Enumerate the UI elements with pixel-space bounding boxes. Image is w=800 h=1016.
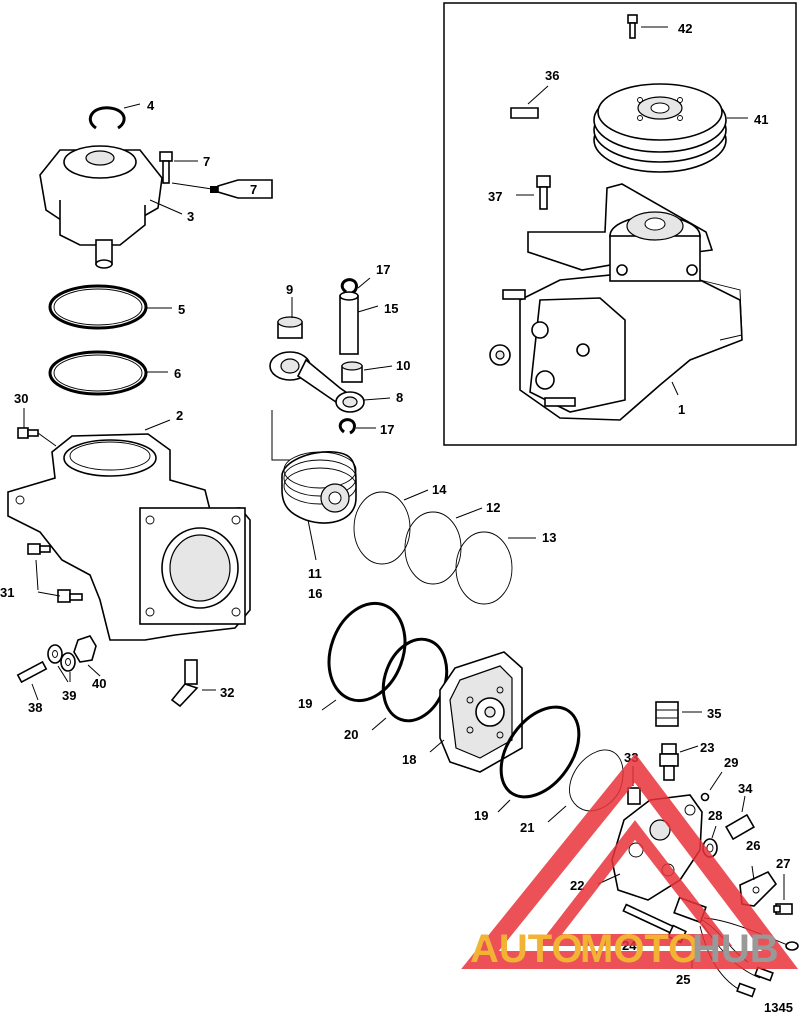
watermark-text-auto: AUTO: [470, 927, 583, 971]
callout-31: 31: [0, 585, 14, 600]
part-17-retaining-ring-top: [340, 277, 371, 295]
callout-22: 22: [570, 878, 584, 893]
callout-27: 27: [776, 856, 790, 871]
callout-35: 35: [707, 706, 721, 721]
callout-29: 29: [724, 755, 738, 770]
part-17-retaining-ring-bottom: [338, 418, 376, 435]
part-29-check-ball: [700, 771, 723, 802]
part-7-bolt: [159, 151, 198, 184]
callout-28: 28: [708, 808, 722, 823]
callout-40: 40: [92, 676, 106, 691]
callout-12: 12: [486, 500, 500, 515]
part-7-sealant-tube: [171, 179, 273, 199]
callout-36: 36: [545, 68, 559, 83]
part-42-bolt: [627, 14, 668, 39]
callout-30: 30: [14, 391, 28, 406]
part-39-washers: [47, 644, 76, 683]
part-23-fitting: [659, 743, 699, 781]
callout-5: 5: [178, 302, 185, 317]
watermark-text-hub: HUB: [692, 927, 779, 971]
part-37-bolt: [516, 175, 551, 210]
part-40-nut: [73, 635, 101, 677]
callout-15: 15: [384, 301, 398, 316]
watermark-text-moto: MOTO: [580, 927, 699, 971]
callout-42: 42: [678, 21, 692, 36]
part-38-stud: [16, 660, 48, 701]
part-10-bushing: [341, 361, 393, 383]
part-4-snap-ring: [88, 103, 141, 130]
figure-number: 1345: [764, 1000, 793, 1015]
callout-18: 18: [402, 752, 416, 767]
part-35-cap: [655, 701, 702, 727]
callout-19-lower: 19: [474, 808, 488, 823]
part-41-pulley: [593, 83, 748, 173]
callout-2: 2: [176, 408, 183, 423]
callout-9: 9: [286, 282, 293, 297]
part-19-o-ring-upper: [321, 601, 407, 711]
part-13-piston-ring: [455, 531, 536, 605]
callout-14: 14: [432, 482, 447, 497]
inset-frame: [443, 2, 797, 446]
callout-6: 6: [174, 366, 181, 381]
part-18-reed-valve-plate: [429, 651, 523, 773]
callout-26: 26: [746, 838, 760, 853]
part-30-elbow-fitting: [17, 408, 57, 447]
callout-7: 7: [203, 154, 210, 169]
callout-11: 11: [308, 566, 322, 581]
callout-8: 8: [396, 390, 403, 405]
callout-4: 4: [147, 98, 155, 113]
callout-19-upper: 19: [298, 696, 312, 711]
callout-25: 25: [676, 972, 690, 987]
tube-label-7: 7: [250, 182, 257, 197]
part-11-piston: [281, 451, 357, 561]
callout-37: 37: [488, 189, 502, 204]
callout-3: 3: [187, 209, 194, 224]
part-32-elbow: [170, 659, 216, 708]
part-2-cylinder-block: [7, 419, 251, 641]
part-34-fitting: [725, 795, 755, 841]
part-31-fittings: [27, 543, 83, 603]
callout-41: 41: [754, 112, 768, 127]
callout-17-top: 17: [376, 262, 390, 277]
part-5-o-ring: [48, 284, 172, 330]
part-15-wrist-pin: [339, 291, 379, 355]
callout-20: 20: [344, 727, 358, 742]
callout-10: 10: [396, 358, 410, 373]
part-36-key: [510, 85, 549, 119]
watermark-logo: [461, 753, 799, 969]
part-19-o-ring-lower: [497, 705, 581, 813]
callout-16: 16: [308, 586, 322, 601]
part-9-needle-bearing: [277, 297, 303, 339]
part-12-piston-ring: [404, 507, 483, 585]
callout-39: 39: [62, 688, 76, 703]
callout-17-bottom: 17: [380, 422, 394, 437]
part-27-bolt: [773, 874, 793, 915]
callout-13: 13: [542, 530, 556, 545]
part-6-o-ring: [48, 350, 168, 396]
callout-23: 23: [700, 740, 714, 755]
callout-34: 34: [738, 781, 753, 796]
callout-21: 21: [520, 820, 534, 835]
part-3-crankcase-cover: [39, 145, 183, 269]
part-1-compressor-assembly: [489, 183, 743, 421]
callout-38: 38: [28, 700, 42, 715]
part-14-piston-ring: [353, 489, 429, 565]
part-8-connecting-rod: [269, 351, 391, 413]
callout-1: 1: [678, 402, 685, 417]
assembly-bracket: [271, 410, 290, 461]
callout-32: 32: [220, 685, 234, 700]
